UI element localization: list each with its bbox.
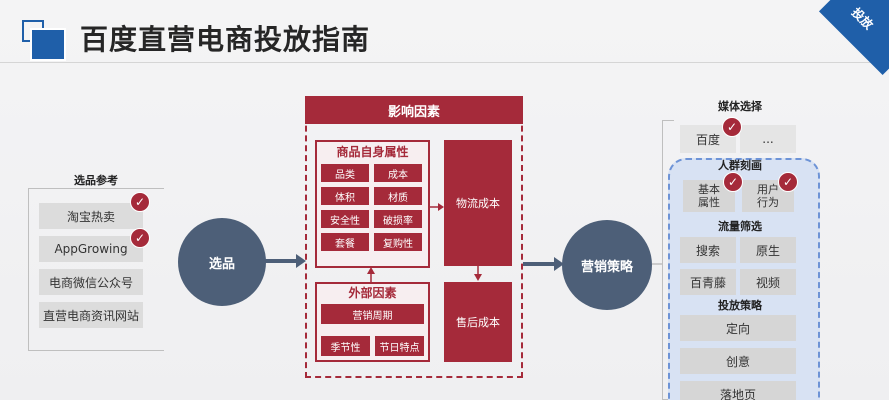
logistics-cost: 物流成本 bbox=[444, 140, 512, 266]
cell-breakage: 破损率 bbox=[374, 210, 422, 228]
check-icon: ✓ bbox=[778, 172, 798, 192]
node-select[interactable]: 选品 bbox=[178, 218, 266, 306]
cell-seasonality: 季节性 bbox=[321, 336, 370, 356]
media-label: 媒体选择 bbox=[718, 100, 762, 113]
traffic-video[interactable]: 视频 bbox=[740, 269, 796, 295]
check-icon: ✓ bbox=[130, 192, 150, 212]
cell-holiday: 节日特点 bbox=[375, 336, 424, 356]
crowd-basic-text: 基本 属性 bbox=[698, 183, 720, 209]
list-item-appgrowing[interactable]: AppGrowing bbox=[39, 236, 143, 262]
cell-repurchase: 复购性 bbox=[374, 233, 422, 251]
logo-filled-square bbox=[30, 28, 66, 61]
list-item-wechat[interactable]: 电商微信公众号 bbox=[39, 269, 143, 295]
strategy-label: 投放策略 bbox=[718, 299, 762, 312]
left-section-label: 选品参考 bbox=[74, 174, 118, 187]
header-divider bbox=[0, 62, 889, 63]
left-bracket bbox=[28, 188, 164, 351]
cell-cost: 成本 bbox=[374, 164, 422, 182]
cell-category: 品类 bbox=[321, 164, 369, 182]
cell-volume: 体积 bbox=[321, 187, 369, 205]
cell-marketing-cycle: 营销周期 bbox=[321, 304, 424, 324]
cell-material: 材质 bbox=[374, 187, 422, 205]
check-icon: ✓ bbox=[723, 172, 743, 192]
strategy-landing-page[interactable]: 落地页 bbox=[680, 381, 796, 400]
traffic-baiqingteng[interactable]: 百青藤 bbox=[680, 269, 736, 295]
strategy-creative[interactable]: 创意 bbox=[680, 348, 796, 374]
influence-title: 影响因素 bbox=[305, 96, 523, 124]
list-item-news-site[interactable]: 直营电商资讯网站 bbox=[39, 302, 143, 328]
list-item-taobao[interactable]: 淘宝热卖 bbox=[39, 203, 143, 229]
product-attributes-title: 商品自身属性 bbox=[336, 144, 409, 159]
cell-safety: 安全性 bbox=[321, 210, 369, 228]
crowd-behavior-text: 用户 行为 bbox=[757, 183, 779, 209]
crowd-behavior[interactable]: 用户 行为 bbox=[742, 180, 794, 212]
aftersales-cost: 售后成本 bbox=[444, 282, 512, 362]
check-icon: ✓ bbox=[130, 228, 150, 248]
strategy-targeting[interactable]: 定向 bbox=[680, 315, 796, 341]
cell-package: 套餐 bbox=[321, 233, 369, 251]
crowd-label: 人群刻画 bbox=[718, 159, 762, 172]
media-more[interactable]: ... bbox=[740, 125, 796, 153]
external-factors-title: 外部因素 bbox=[348, 285, 397, 300]
node-marketing[interactable]: 营销策略 bbox=[562, 220, 652, 310]
traffic-label: 流量筛选 bbox=[718, 220, 762, 233]
traffic-search[interactable]: 搜索 bbox=[680, 237, 736, 263]
page-title: 百度直营电商投放指南 bbox=[80, 23, 371, 56]
check-icon: ✓ bbox=[722, 117, 742, 137]
traffic-native[interactable]: 原生 bbox=[740, 237, 796, 263]
